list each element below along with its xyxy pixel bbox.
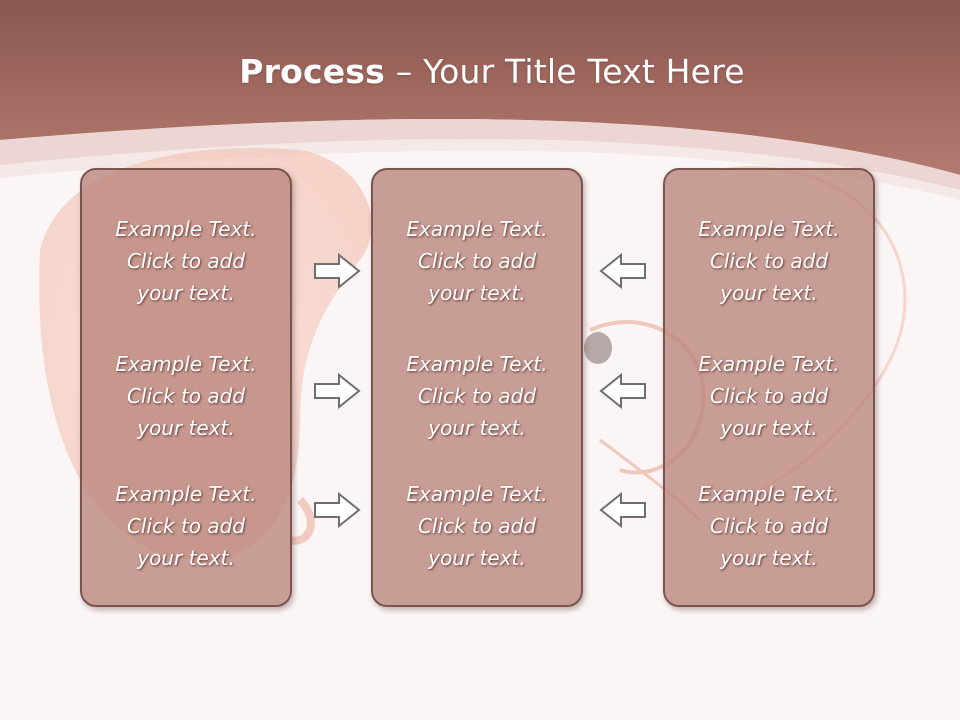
text-line: Click to add [417, 384, 537, 408]
placeholder-text-block[interactable]: Example Text. Click to add your text. [665, 478, 873, 574]
text-line: your text. [137, 416, 235, 440]
text-panel-right: Example Text. Click to add your text. Ex… [663, 168, 875, 607]
arrow-left-icon[interactable] [597, 373, 647, 409]
text-line: your text. [720, 416, 818, 440]
text-line: your text. [720, 281, 818, 305]
text-line: Click to add [709, 249, 829, 273]
text-line: Example Text. [115, 217, 257, 241]
text-line: Click to add [126, 249, 246, 273]
text-line: Example Text. [115, 352, 257, 376]
placeholder-text-block[interactable]: Example Text. Click to add your text. [373, 348, 581, 444]
arrow-right-icon[interactable] [313, 492, 363, 528]
slide-title[interactable]: Process – Your Title Text Here [0, 52, 960, 91]
placeholder-text-block[interactable]: Example Text. Click to add your text. [82, 213, 290, 309]
text-line: Click to add [417, 514, 537, 538]
text-panel-center: Example Text. Click to add your text. Ex… [371, 168, 583, 607]
arrow-left-icon[interactable] [597, 253, 647, 289]
arrow-right-icon[interactable] [313, 373, 363, 409]
placeholder-text-block[interactable]: Example Text. Click to add your text. [373, 478, 581, 574]
text-line: Click to add [417, 249, 537, 273]
text-panel-left: Example Text. Click to add your text. Ex… [80, 168, 292, 607]
placeholder-text-block[interactable]: Example Text. Click to add your text. [665, 348, 873, 444]
text-line: Example Text. [698, 482, 840, 506]
text-line: Example Text. [698, 217, 840, 241]
title-rest: Your Title Text Here [423, 52, 745, 91]
title-bold: Process [239, 52, 385, 91]
text-line: your text. [428, 281, 526, 305]
placeholder-text-block[interactable]: Example Text. Click to add your text. [665, 213, 873, 309]
placeholder-text-block[interactable]: Example Text. Click to add your text. [82, 478, 290, 574]
text-line: Example Text. [406, 217, 548, 241]
arrow-left-icon[interactable] [597, 492, 647, 528]
text-line: Click to add [709, 514, 829, 538]
text-line: your text. [428, 416, 526, 440]
text-line: Example Text. [406, 482, 548, 506]
text-line: your text. [137, 546, 235, 570]
placeholder-text-block[interactable]: Example Text. Click to add your text. [82, 348, 290, 444]
text-line: Example Text. [406, 352, 548, 376]
text-line: Click to add [126, 514, 246, 538]
text-line: your text. [137, 281, 235, 305]
text-line: your text. [720, 546, 818, 570]
title-separator: – [385, 52, 424, 91]
placeholder-text-block[interactable]: Example Text. Click to add your text. [373, 213, 581, 309]
text-line: Click to add [709, 384, 829, 408]
text-line: Example Text. [698, 352, 840, 376]
text-line: your text. [428, 546, 526, 570]
text-line: Example Text. [115, 482, 257, 506]
text-line: Click to add [126, 384, 246, 408]
arrow-right-icon[interactable] [313, 253, 363, 289]
